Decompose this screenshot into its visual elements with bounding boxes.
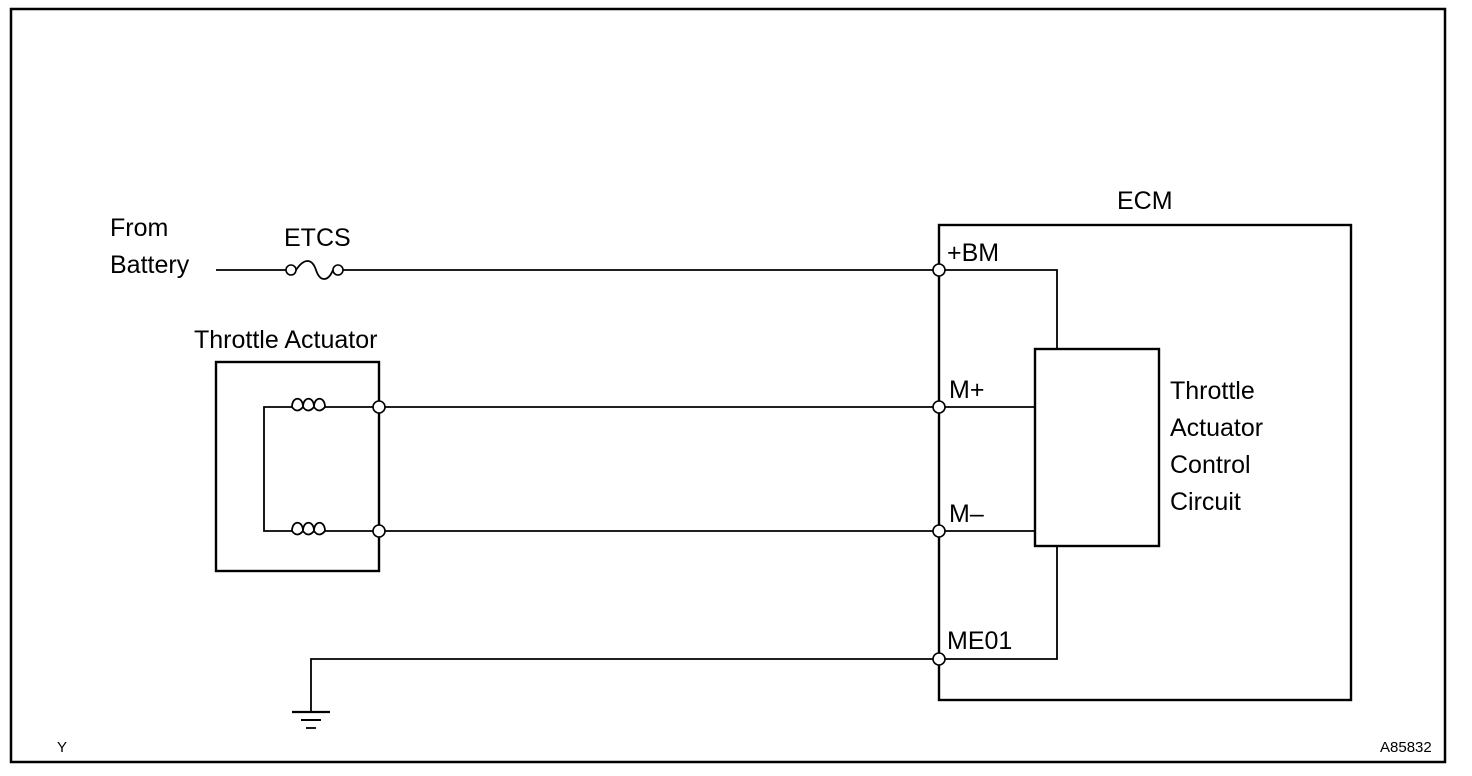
footer-left-code: Y — [57, 739, 67, 756]
source-label-line1: From — [110, 214, 168, 242]
control-circuit-box — [1033, 347, 1161, 548]
fuse-label: ETCS — [284, 224, 351, 252]
actuator-terminal-mplus — [372, 400, 386, 414]
terminal-label-me01: ME01 — [947, 627, 1012, 655]
motor-coil-upper-icon — [291, 397, 326, 412]
ecm-terminal-me01 — [932, 652, 946, 666]
actuator-box — [214, 360, 381, 573]
ecm-label: ECM — [1117, 187, 1173, 215]
ecm-terminal-m-plus — [932, 400, 946, 414]
actuator-internal-return-wire — [263, 406, 292, 532]
ecm-box — [937, 223, 1353, 702]
diagram-frame — [9, 7, 1447, 764]
source-label-line2: Battery — [110, 251, 190, 279]
actuator-terminal-mminus — [372, 524, 386, 538]
ground-wire — [310, 658, 933, 712]
actuator-label: Throttle Actuator — [194, 326, 377, 354]
control-circuit-line1: Throttle — [1170, 377, 1255, 405]
control-circuit-line3: Control — [1170, 451, 1251, 479]
fuse-terminal-left — [285, 264, 297, 276]
control-circuit-line2: Actuator — [1170, 414, 1263, 442]
figure-id: A85832 — [1380, 739, 1432, 756]
ecm-bm-internal-wire — [944, 269, 1058, 349]
fuse-icon — [295, 260, 334, 280]
ecm-me01-internal-wire — [944, 546, 1058, 660]
fuse-terminal-right — [332, 264, 344, 276]
terminal-label-bm: +BM — [947, 239, 999, 267]
control-circuit-line4: Circuit — [1170, 488, 1241, 516]
ecm-terminal-m-minus — [932, 524, 946, 538]
terminal-label-m-plus: M+ — [949, 376, 984, 404]
terminal-label-m-minus: M– — [949, 500, 984, 528]
motor-coil-lower-icon — [291, 521, 326, 536]
ecm-terminal-bm — [932, 263, 946, 277]
